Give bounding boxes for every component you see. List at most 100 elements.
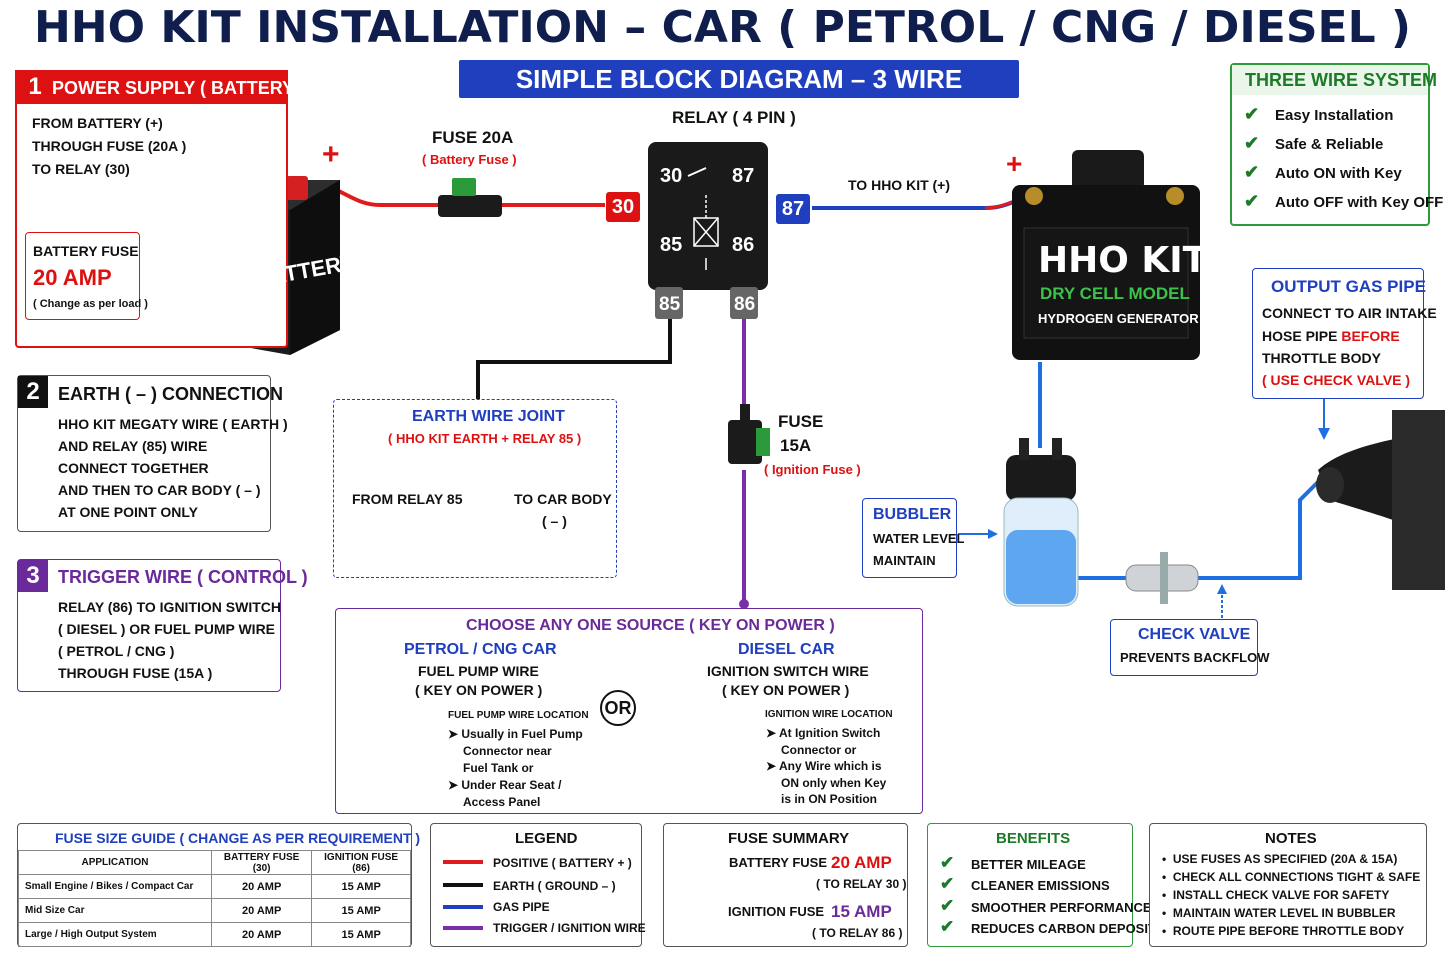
power-supply-line: THROUGH FUSE (20A ) (32, 138, 187, 154)
diesel-heading: DIESEL CAR (738, 641, 835, 658)
power-supply-header (15, 70, 288, 104)
output-gas-box (1252, 268, 1424, 399)
table-row: Large / High Output System 20 AMP 15 AMP (18, 922, 411, 947)
diesel-loc-title: IGNITION WIRE LOCATION (765, 709, 893, 720)
page-title: HHO KIT INSTALLATION – CAR ( PETROL / CN… (33, 2, 1412, 53)
legend-swatch-positive (443, 860, 483, 864)
hho-kit-model: DRY CELL MODEL (1040, 284, 1190, 303)
check-icon: ✔ (940, 896, 955, 915)
relay-label: RELAY ( 4 PIN ) (672, 108, 796, 127)
fuse-15a-label: FUSE (778, 412, 824, 431)
benefits-item: CLEANER EMISSIONS (971, 878, 1110, 893)
fuse-summary-heading: FUSE SUMMARY (728, 830, 850, 847)
trigger-heading: TRIGGER WIRE ( CONTROL ) (58, 567, 308, 587)
trigger-line: THROUGH FUSE (15A ) (58, 665, 213, 681)
relay-illustration (648, 142, 768, 319)
trigger-line: RELAY (86) TO IGNITION SWITCH (58, 599, 281, 615)
petrol-loc-item: Access Panel (463, 795, 541, 809)
check-icon: ✔ (1244, 191, 1260, 211)
power-supply-heading: POWER SUPPLY ( BATTERY + ) (52, 78, 321, 98)
table-row: Small Engine / Bikes / Compact Car 20 AM… (18, 874, 411, 899)
fuse-15a-illustration (728, 404, 770, 464)
petrol-loc-title: FUEL PUMP WIRE LOCATION (448, 710, 589, 721)
legend-heading: LEGEND (515, 830, 578, 847)
earth-line: AND THEN TO CAR BODY ( – ) (58, 482, 261, 498)
hho-kit-illustration (1012, 150, 1200, 360)
check-valve-heading: CHECK VALVE (1138, 626, 1251, 643)
output-gas-line: CONNECT TO AIR INTAKE (1262, 305, 1437, 321)
table-cell: 20 AMP (210, 874, 313, 899)
table-row: Mid Size Car 20 AMP 15 AMP (18, 898, 411, 923)
three-wire-header-bg (1232, 65, 1428, 95)
intake-hose-illustration (1316, 410, 1445, 590)
earth-line: AT ONE POINT ONLY (58, 504, 199, 520)
fuse-summary-box (663, 823, 908, 947)
step-number-3: 3 (18, 560, 48, 592)
notes-item: • MAINTAIN WATER LEVEL IN BUBBLER (1162, 906, 1396, 920)
check-valve-line: PREVENTS BACKFLOW (1120, 650, 1270, 665)
hho-plus-sign: + (1006, 148, 1023, 179)
battery-fuse-note: ( Change as per load ) (33, 298, 148, 310)
trigger-box (17, 559, 281, 692)
table-cell: 15 AMP (311, 922, 411, 947)
relay-pin-85-inner: 85 (660, 234, 683, 256)
fuse-summary-battery-label: BATTERY FUSE (729, 855, 827, 870)
legend-swatch-gas (443, 905, 483, 909)
check-valve-illustration (1125, 552, 1199, 604)
petrol-line: ( KEY ON POWER ) (415, 682, 543, 698)
fuse-15a-value: 15A (780, 436, 812, 455)
plus-sign: + (322, 138, 340, 171)
benefits-item: SMOOTHER PERFORMANCE (971, 900, 1152, 915)
check-icon: ✔ (940, 874, 955, 893)
subtitle-banner: SIMPLE BLOCK DIAGRAM – 3 WIRE SYSTEM (459, 60, 1019, 132)
table-cell: Large / High Output System (18, 922, 212, 947)
output-gas-before: BEFORE (1341, 328, 1400, 344)
earth-joint-heading: EARTH WIRE JOINT (412, 408, 565, 425)
output-gas-heading: OUTPUT GAS PIPE (1271, 277, 1426, 296)
benefits-box (927, 823, 1133, 947)
table-header: BATTERY FUSE (30) (210, 850, 313, 875)
notes-box (1149, 823, 1427, 947)
bubbler-line: MAINTAIN (873, 553, 936, 568)
petrol-loc-item: ➤ Usually in Fuel Pump (448, 727, 583, 741)
benefits-heading: BENEFITS (996, 830, 1071, 847)
notes-item: • CHECK ALL CONNECTIONS TIGHT & SAFE (1162, 870, 1421, 884)
notes-item: • ROUTE PIPE BEFORE THROTTLE BODY (1162, 924, 1405, 938)
benefits-item: BETTER MILEAGE (971, 857, 1086, 872)
notes-heading: NOTES (1265, 830, 1317, 847)
table-row: APPLICATION BATTERY FUSE (30) IGNITION F… (18, 850, 411, 875)
earth-joint-box (333, 399, 617, 578)
petrol-loc-item: ➤ Under Rear Seat / (448, 778, 562, 792)
relay-pin-87-inner: 87 (732, 165, 755, 187)
fuse-summary-ignition-value: 15 AMP (831, 902, 892, 921)
legend-label: TRIGGER / IGNITION WIRE (493, 921, 646, 935)
battery-fuse-value: 20 AMP (33, 265, 112, 290)
table-cell: 15 AMP (311, 874, 411, 899)
petrol-line: FUEL PUMP WIRE (418, 663, 539, 679)
or-circle: OR (600, 690, 636, 726)
fuse-summary-battery-value: 20 AMP (831, 853, 892, 872)
step-number-1: 1 (28, 73, 42, 100)
fuse-summary-battery-note: ( TO RELAY 30 ) (816, 877, 907, 891)
bubbler-line: WATER LEVEL (873, 531, 965, 546)
earth-line: HHO KIT MEGATY WIRE ( EARTH ) (58, 416, 288, 432)
benefits-item: REDUCES CARBON DEPOSIT (971, 921, 1156, 936)
bubbler-illustration (1003, 438, 1079, 607)
output-gas-line: HOSE PIPE BEFORE (1262, 325, 1400, 347)
earth-wire (476, 318, 672, 400)
step-number-2: 2 (18, 376, 48, 408)
diesel-line: IGNITION SWITCH WIRE (707, 663, 869, 679)
relay-pin-30-tag: 30 (606, 192, 640, 222)
petrol-loc-item: Fuel Tank or (463, 761, 534, 775)
diesel-loc-item: Connector or (781, 743, 857, 757)
diesel-loc-item: ➤ At Ignition Switch (766, 726, 881, 740)
hho-kit-desc: HYDROGEN GENERATOR (1038, 311, 1199, 326)
output-gas-line-a: HOSE PIPE (1262, 328, 1342, 344)
diesel-loc-item: ➤ Any Wire which is (766, 759, 882, 773)
fuse-20a-illustration (438, 178, 502, 217)
three-wire-item: Safe & Reliable (1275, 136, 1384, 153)
relay-pin-86-tag: 86 (734, 294, 756, 315)
bubbler-box (862, 498, 957, 578)
fuse-guide-table: APPLICATION BATTERY FUSE (30) IGNITION F… (18, 850, 411, 947)
trigger-line: ( DIESEL ) OR FUEL PUMP WIRE (58, 621, 276, 637)
